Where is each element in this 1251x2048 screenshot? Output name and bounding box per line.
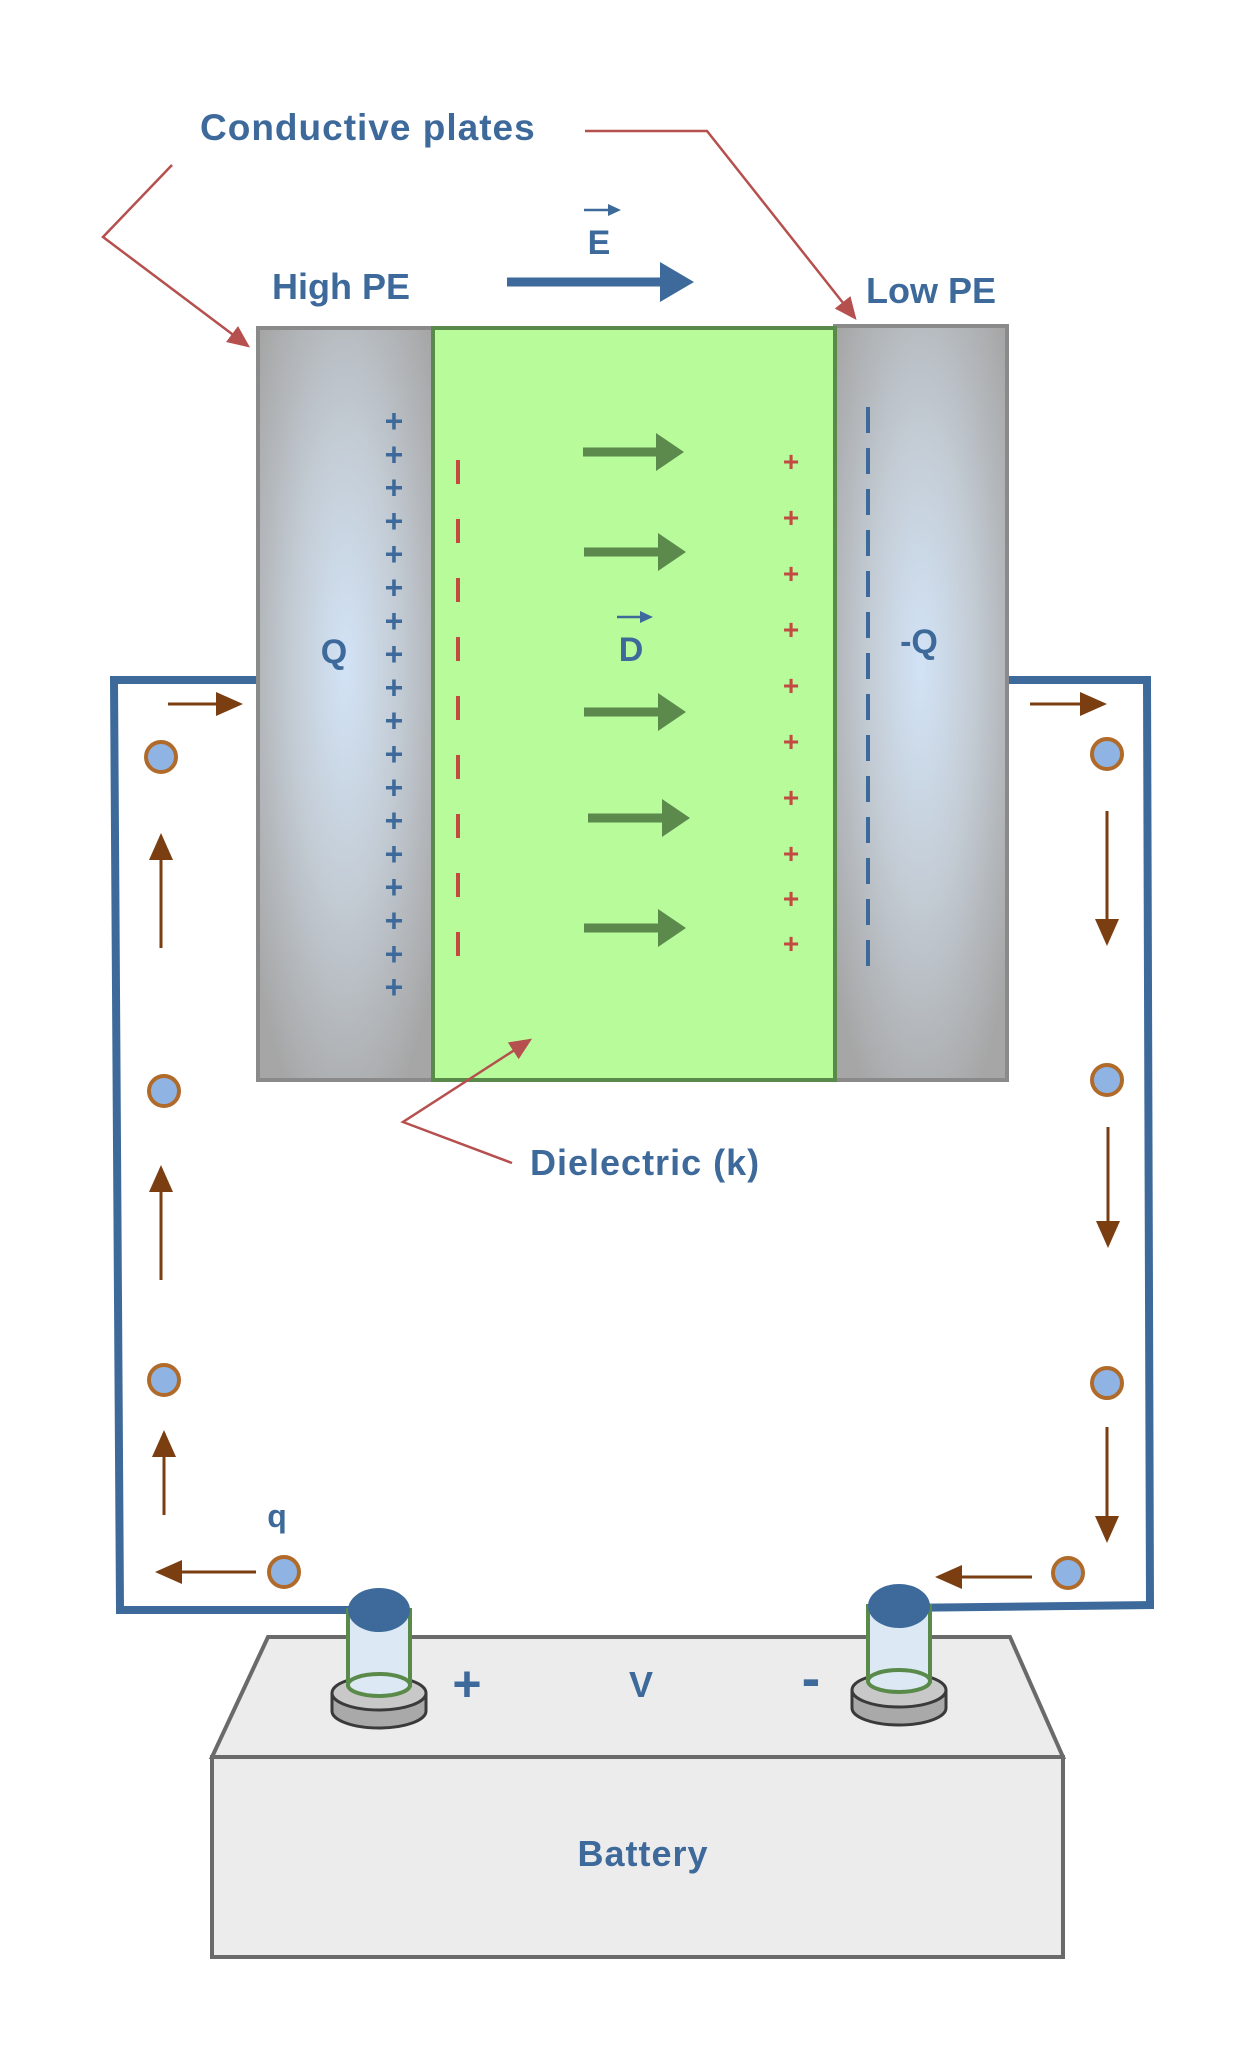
dielectric-label: Dielectric (k): [530, 1142, 760, 1183]
positive-charge: +: [385, 503, 404, 539]
positive-charge: +: [783, 838, 799, 869]
positive-charge: +: [783, 670, 799, 701]
charge-carriers: [144, 737, 1124, 1590]
positive-charge: +: [783, 502, 799, 533]
positive-charge: +: [385, 603, 404, 639]
positive-charge: +: [385, 769, 404, 805]
field-arrow-icon: [584, 909, 686, 947]
positive-charge: +: [783, 614, 799, 645]
displacement-field-arrows: [583, 433, 690, 947]
conductive-plates-label: Conductive plates: [200, 107, 536, 148]
left-plate-positive-charges: ++++++++++++++++++: [385, 403, 404, 1005]
positive-charge: +: [385, 936, 404, 972]
positive-charge: +: [783, 726, 799, 757]
positive-charge: +: [385, 436, 404, 472]
positive-charge: +: [385, 669, 404, 705]
field-arrow-icon: [588, 799, 690, 837]
positive-charge: +: [783, 446, 799, 477]
positive-charge: +: [385, 836, 404, 872]
dielectric-positive-charges: + + + + + + + + + +: [783, 446, 799, 959]
low-pe-label: Low PE: [866, 270, 996, 311]
field-arrow-icon: [584, 693, 686, 731]
positive-charge: +: [385, 736, 404, 772]
dielectric-slab: [431, 326, 837, 1082]
d-vector-arrow-icon: [617, 611, 653, 623]
positive-charge: +: [385, 403, 404, 439]
e-vector-arrow-icon: [584, 204, 621, 216]
positive-charge: +: [385, 803, 404, 839]
charge-carrier-icon: [1090, 737, 1124, 771]
positive-charge: +: [783, 928, 799, 959]
terminal-cap: [348, 1588, 410, 1632]
charge-carrier-icon: [267, 1555, 301, 1589]
battery-voltage-label: V: [629, 1664, 653, 1705]
d-field-label: D: [619, 631, 644, 669]
current-flow-arrows: [149, 692, 1120, 1589]
e-field-label: E: [588, 224, 611, 262]
electric-field-arrow: [507, 262, 694, 302]
positive-charge: +: [385, 636, 404, 672]
battery-negative-label: -: [802, 1646, 821, 1709]
high-pe-label: High PE: [272, 266, 410, 307]
positive-charge: +: [385, 703, 404, 739]
positive-charge: +: [385, 470, 404, 506]
battery: [208, 1635, 1067, 1959]
charge-carrier-label: q: [267, 1498, 287, 1534]
charge-carrier-icon: [1090, 1063, 1124, 1097]
positive-charge: +: [385, 903, 404, 939]
field-arrow-icon: [584, 533, 686, 571]
charge-carrier-icon: [1090, 1366, 1124, 1400]
positive-charge: +: [783, 782, 799, 813]
circuit-wire: [109, 676, 1155, 1614]
battery-positive-label: +: [452, 1656, 481, 1712]
plate-charge-left-label: Q: [321, 633, 347, 671]
negative-terminal: [850, 1584, 948, 1727]
positive-charge: +: [385, 570, 404, 606]
dielectric-callout: [400, 1038, 533, 1165]
positive-terminal: [330, 1588, 428, 1730]
battery-body: [210, 1755, 1065, 1959]
positive-charge: +: [783, 883, 799, 914]
positive-charge: +: [385, 969, 404, 1005]
conductive-plates-callout: [101, 129, 857, 348]
positive-charge: +: [385, 869, 404, 905]
plate-charge-right-label: -Q: [900, 623, 938, 661]
charge-carrier-icon: [147, 1074, 181, 1108]
charge-carrier-icon: [144, 740, 178, 774]
battery-label: Battery: [577, 1833, 708, 1874]
positive-charge: +: [783, 558, 799, 589]
field-arrow-icon: [583, 433, 684, 471]
left-conductive-plate: [256, 326, 435, 1082]
terminal-cap: [868, 1584, 930, 1628]
charge-carrier-icon: [147, 1363, 181, 1397]
charge-carrier-icon: [1051, 1556, 1085, 1590]
positive-charge: +: [385, 536, 404, 572]
right-conductive-plate: [833, 324, 1009, 1082]
